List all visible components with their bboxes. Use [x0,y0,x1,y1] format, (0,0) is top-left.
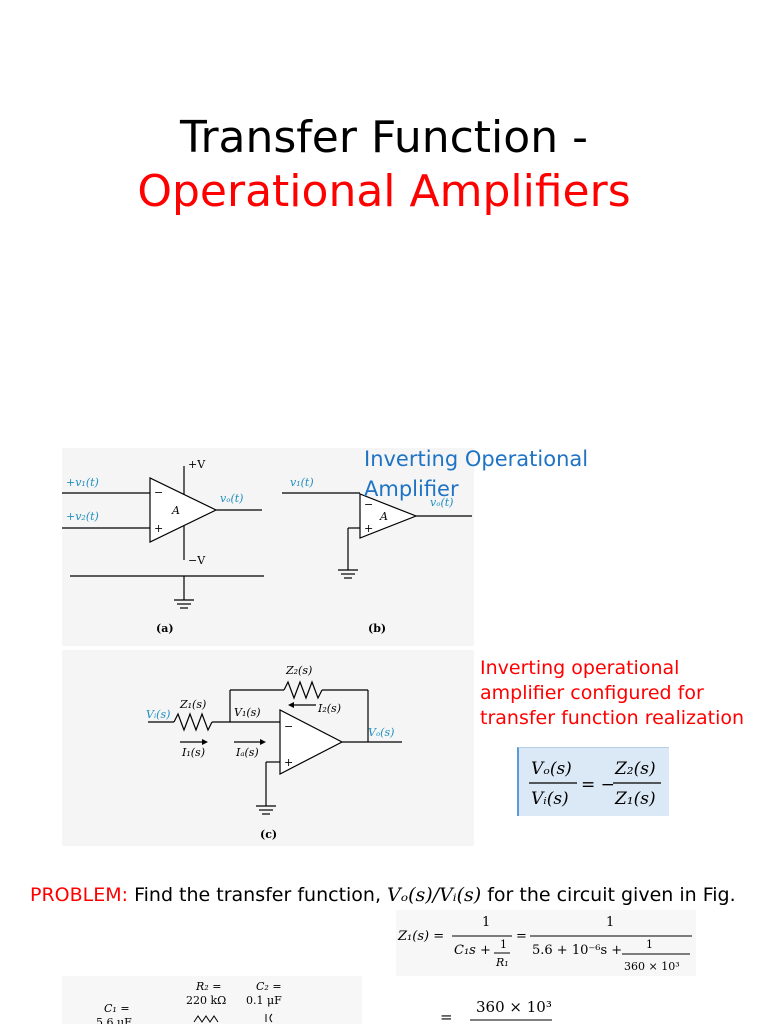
opamp-figure-ab: +v₁(t) +v₂(t) +V −V A − + vₒ(t) (a) v₁(t… [62,448,474,646]
opamp-figure-c: Vᵢ(s) Z₁(s) Z₂(s) V₁(s) I₁(s) Iₐ(s) I₂(s… [62,650,474,846]
z1-equation: Z₁(s) = 1 C₁s + 1 R₁ = 1 5.6 + 10⁻⁶s + 1… [396,910,696,976]
inverting-opamp-heading: Inverting Operational Amplifier [364,447,589,501]
c-z2-label: Z₂(s) [285,664,312,677]
problem-tail: for the circuit given in Fig. [481,884,736,906]
r2-label: R₂ = [195,980,221,993]
z1-d1b-den: R₁ [495,956,509,969]
a-vplus-label: +V [188,458,206,471]
c-vi-label: Vᵢ(s) [146,708,170,721]
c-minus-sign: − [284,720,293,733]
formula-num-left: Vₒ(s) [531,759,572,779]
z1-n2: 1 [606,915,614,930]
a-minus-sign: − [154,486,163,499]
eq2-eq: = [440,1008,453,1024]
c2-value: 0.1 μF [246,994,282,1007]
z1-d2b-den: 360 × 10³ [624,960,680,973]
slide-title-line1: Transfer Function - [180,112,588,163]
problem-math: Vₒ(s)/Vᵢ(s) [387,884,482,906]
formula-den-right: Z₁(s) [614,789,656,809]
transfer-function-formula: Vₒ(s) Vᵢ(s) = − Z₂(s) Z₁(s) [517,747,669,816]
b-caption: (b) [368,622,386,635]
b-minus-sign: − [364,498,373,511]
c-ia-label: Iₐ(s) [235,746,259,759]
z1-d1b-num: 1 [500,938,507,951]
problem-label: PROBLEM: [30,884,129,906]
c-z1-label: Z₁(s) [179,698,206,711]
c-i2-label: I₂(s) [317,702,341,715]
formula-num-right: Z₂(s) [614,759,656,779]
a-vminus-label: −V [188,554,206,567]
z1-lhs: Z₁(s) = [397,929,444,944]
b-gain-label: A [379,510,388,523]
c-caption: (c) [260,828,277,841]
slide-title-line2: Operational Amplifiers [137,166,631,217]
a-vo-label: vₒ(t) [220,492,243,505]
z1-eq: = [516,929,527,944]
z1-d1a: C₁s + [454,943,491,958]
problem-circuit-fragment: R₂ = 220 kΩ C₂ = 0.1 μF C₁ = 5.6 μF [62,976,362,1024]
z1-n1: 1 [482,915,490,930]
a-v2-label: +v₂(t) [66,510,99,523]
c-vo-label: Vₒ(s) [368,726,394,739]
c2-label: C₂ = [256,980,282,993]
a-plus-sign: + [154,522,163,535]
r2-value: 220 kΩ [186,994,226,1007]
a-gain-label: A [171,504,180,517]
b-vo-label: vₒ(t) [430,496,453,509]
b-v1-label: v₁(t) [290,476,314,489]
c-v1-label: V₁(s) [234,706,261,719]
z1-d2a: 5.6 + 10⁻⁶s + [532,943,622,958]
equation-fragment: = 360 × 10³ [440,998,552,1024]
a-caption: (a) [156,622,174,635]
z1-d2b-num: 1 [646,938,653,951]
eq2-num: 360 × 10³ [476,998,552,1016]
formula-den-left: Vᵢ(s) [531,789,569,809]
problem-statement: PROBLEM: Find the transfer function, Vₒ(… [30,884,736,906]
c-plus-sign: + [284,756,293,769]
inverting-opamp-description: Inverting operational amplifier configur… [480,657,745,729]
a-v1-label: +v₁(t) [66,476,99,489]
formula-eq: = − [581,775,615,795]
b-plus-sign: + [364,522,373,535]
c-i1-label: I₁(s) [181,746,205,759]
problem-text: Find the transfer function, [128,884,388,906]
c1-value: 5.6 μF [96,1016,132,1024]
c1-label: C₁ = [104,1002,130,1015]
